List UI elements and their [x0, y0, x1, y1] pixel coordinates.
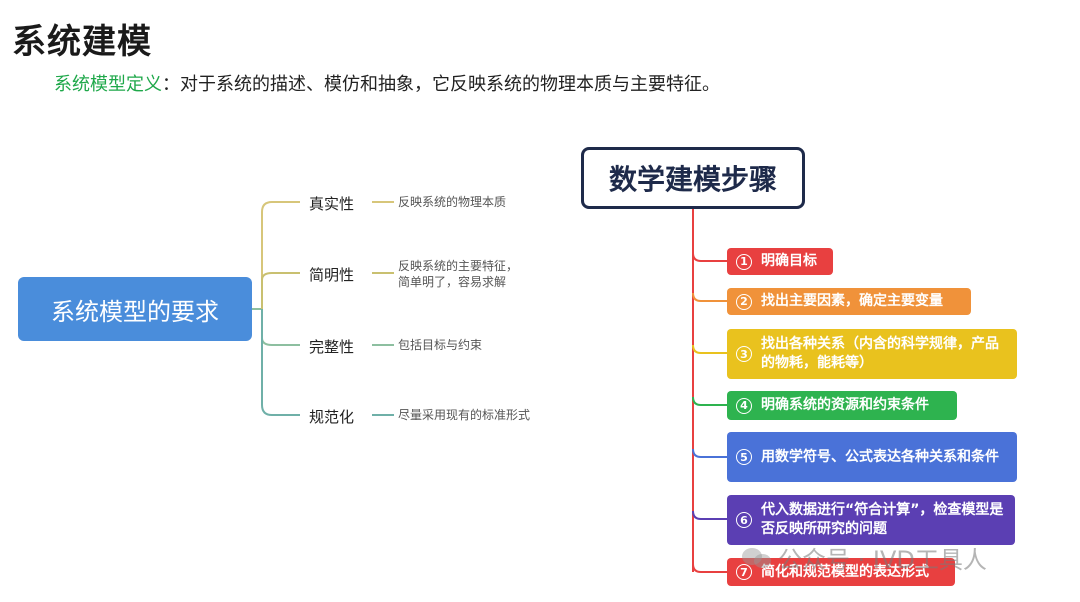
step-text: 代入数据进行“符合计算”，检查模型是否反映所研究的问题 — [761, 502, 1004, 537]
definition-line: 系统模型定义：对于系统的描述、模仿和抽象，它反映系统的物理本质与主要特征。 — [54, 70, 720, 96]
desc-line: 包括目标与约束 — [398, 338, 483, 352]
branch-desc-authenticity: 反映系统的物理本质 — [398, 194, 506, 210]
definition-text: ：对于系统的描述、模仿和抽象，它反映系统的物理本质与主要特征。 — [162, 74, 720, 95]
branch-label-simplicity: 简明性 — [309, 266, 355, 284]
steps-title-node: 数学建模步骤 — [581, 147, 805, 209]
desc-line: 反映系统的物理本质 — [398, 195, 507, 209]
step-connector-4 — [692, 396, 727, 406]
step-number-badge: 3 — [736, 346, 752, 362]
step-number-badge: 5 — [736, 449, 752, 465]
watermark: 公众号 · IVD工具人 — [742, 540, 987, 575]
step-7: 7 简化和规范模型的表达形式 — [727, 558, 955, 586]
step-3: 3 找出各种关系（内含的科学规律，产品的物耗，能耗等） — [727, 329, 1017, 379]
step-connector-3 — [692, 344, 727, 354]
step-connector-6 — [692, 510, 727, 520]
step-text: 用数学符号、公式表达各种关系和条件 — [761, 448, 999, 465]
step-2: 2 找出主要因素，确定主要变量 — [727, 288, 971, 315]
step-text: 明确系统的资源和约束条件 — [761, 397, 929, 413]
step-text: 找出各种关系（内含的科学规律，产品的物耗，能耗等） — [761, 336, 999, 371]
step-connector-5 — [692, 448, 727, 458]
step-text: 简化和规范模型的表达形式 — [761, 563, 929, 580]
branch-desc-simplicity: 反映系统的主要特征， 简单明了，容易求解 — [398, 258, 518, 290]
page-title: 系统建模 — [12, 22, 152, 62]
branch-label-authenticity: 真实性 — [309, 195, 355, 213]
desc-line: 简单明了，容易求解 — [398, 275, 507, 289]
step-1: 1 明确目标 — [727, 248, 833, 275]
step-connector-2 — [692, 292, 727, 302]
step-text: 找出主要因素，确定主要变量 — [761, 293, 943, 309]
step-number-badge: 4 — [736, 397, 752, 414]
requirements-root-node: 系统模型的要求 — [18, 277, 252, 341]
step-connector-1 — [692, 252, 727, 262]
wechat-icon — [742, 546, 772, 570]
definition-term: 系统模型定义 — [54, 74, 162, 95]
branch-connector-4 — [261, 309, 300, 416]
step-number-badge: 1 — [736, 253, 752, 270]
step-connector-7 — [692, 563, 727, 573]
branch-label-standardization: 规范化 — [309, 408, 355, 426]
watermark-text: 公众号 · IVD工具人 — [778, 546, 987, 574]
step-4: 4 明确系统的资源和约束条件 — [727, 391, 957, 420]
branch-connector-1 — [261, 201, 300, 309]
step-number-badge: 6 — [736, 512, 752, 528]
branch-desc-completeness: 包括目标与约束 — [398, 337, 482, 353]
desc-line: 尽量采用现有的标准形式 — [398, 408, 531, 422]
step-number-badge: 2 — [736, 293, 752, 310]
desc-line: 反映系统的主要特征， — [398, 259, 519, 273]
step-text: 明确目标 — [761, 253, 817, 269]
step-5: 5 用数学符号、公式表达各种关系和条件 — [727, 432, 1017, 482]
step-number-badge: 7 — [736, 564, 752, 580]
branch-connector-3 — [261, 309, 300, 346]
branch-connector-2 — [261, 272, 300, 309]
branch-label-completeness: 完整性 — [309, 338, 355, 356]
step-6: 6 代入数据进行“符合计算”，检查模型是否反映所研究的问题 — [727, 495, 1015, 545]
branch-desc-standardization: 尽量采用现有的标准形式 — [398, 407, 530, 423]
